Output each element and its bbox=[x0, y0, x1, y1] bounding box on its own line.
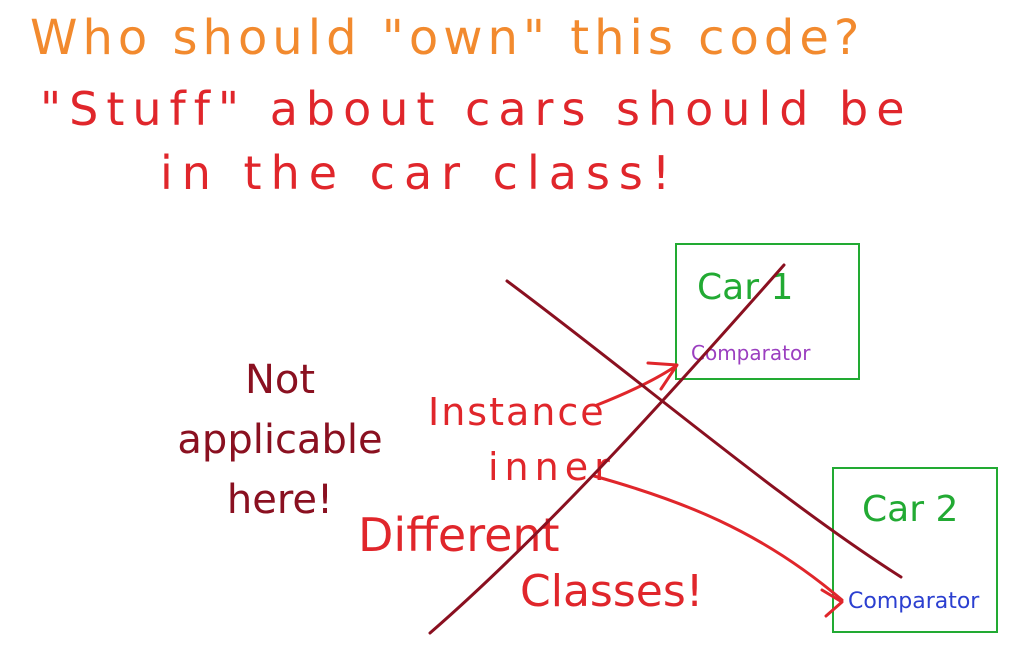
arrow-head-car1 bbox=[646, 361, 679, 391]
cross-out-line-1 bbox=[428, 263, 786, 635]
cross-out-line-2 bbox=[505, 279, 903, 579]
not-applicable-note: Not applicable here! bbox=[177, 357, 383, 523]
principle-line-1: "Stuff" about cars should be bbox=[40, 82, 913, 136]
car2-comparator: Comparator bbox=[848, 589, 980, 614]
principle-line-2: in the car class! bbox=[160, 146, 680, 200]
question-text: Who should "own" this code? bbox=[30, 10, 865, 66]
arrow-head-car2 bbox=[820, 588, 844, 618]
different-label: Different bbox=[358, 508, 560, 562]
instance-label: Instance bbox=[428, 390, 606, 434]
arrow-to-car2 bbox=[592, 474, 844, 602]
classes-label: Classes! bbox=[520, 566, 704, 617]
car2-box: Car 2 Comparator bbox=[832, 467, 998, 633]
car2-title: Car 2 bbox=[862, 489, 959, 530]
car1-comparator: Comparator bbox=[691, 341, 811, 365]
